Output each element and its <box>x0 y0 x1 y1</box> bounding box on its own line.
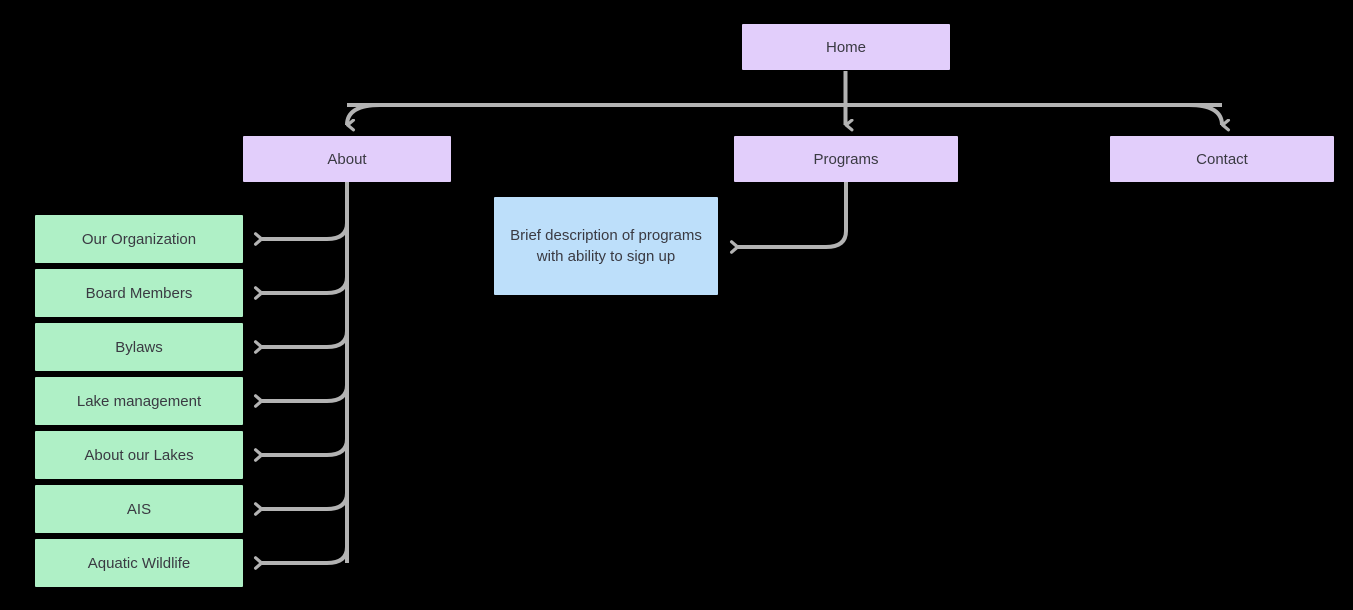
node-programs[interactable]: Programs <box>734 136 958 182</box>
wire-about-to-child-6 <box>254 492 349 516</box>
node-home[interactable]: Home <box>742 24 950 70</box>
node-board-members-label: Board Members <box>85 284 193 302</box>
node-about-our-lakes-label: About our Lakes <box>84 446 194 464</box>
node-our-organization[interactable]: Our Organization <box>35 215 243 263</box>
node-aquatic-wildlife[interactable]: Aquatic Wildlife <box>35 539 243 587</box>
wire-about-to-child-2 <box>254 276 349 300</box>
node-our-organization-label: Our Organization <box>81 230 197 248</box>
node-ais[interactable]: AIS <box>35 485 243 533</box>
wire-home-to-about <box>345 103 381 125</box>
wire-programs-to-description <box>730 182 848 254</box>
wire-home-to-contact <box>1188 103 1222 125</box>
node-about[interactable]: About <box>243 136 451 182</box>
node-programs-description[interactable]: Brief description of programs with abili… <box>494 197 718 295</box>
node-about-our-lakes[interactable]: About our Lakes <box>35 431 243 479</box>
node-programs-description-label: Brief description of programs with abili… <box>510 227 702 265</box>
node-aquatic-wildlife-label: Aquatic Wildlife <box>87 554 191 572</box>
wire-about-to-child-4 <box>254 384 349 408</box>
node-lake-management-label: Lake management <box>76 392 202 410</box>
node-ais-label: AIS <box>126 500 152 518</box>
node-contact[interactable]: Contact <box>1110 136 1334 182</box>
node-bylaws[interactable]: Bylaws <box>35 323 243 371</box>
node-home-label: Home <box>825 38 866 56</box>
wire-about-to-child-3 <box>254 330 349 354</box>
node-board-members[interactable]: Board Members <box>35 269 243 317</box>
wire-about-to-child-1 <box>254 222 349 246</box>
node-bylaws-label: Bylaws <box>115 338 163 356</box>
wire-about-to-child-7 <box>254 546 349 570</box>
node-about-label: About <box>327 150 367 168</box>
node-programs-label: Programs <box>813 150 879 168</box>
wire-about-to-child-5 <box>254 438 349 462</box>
node-lake-management[interactable]: Lake management <box>35 377 243 425</box>
node-contact-label: Contact <box>1196 150 1248 168</box>
